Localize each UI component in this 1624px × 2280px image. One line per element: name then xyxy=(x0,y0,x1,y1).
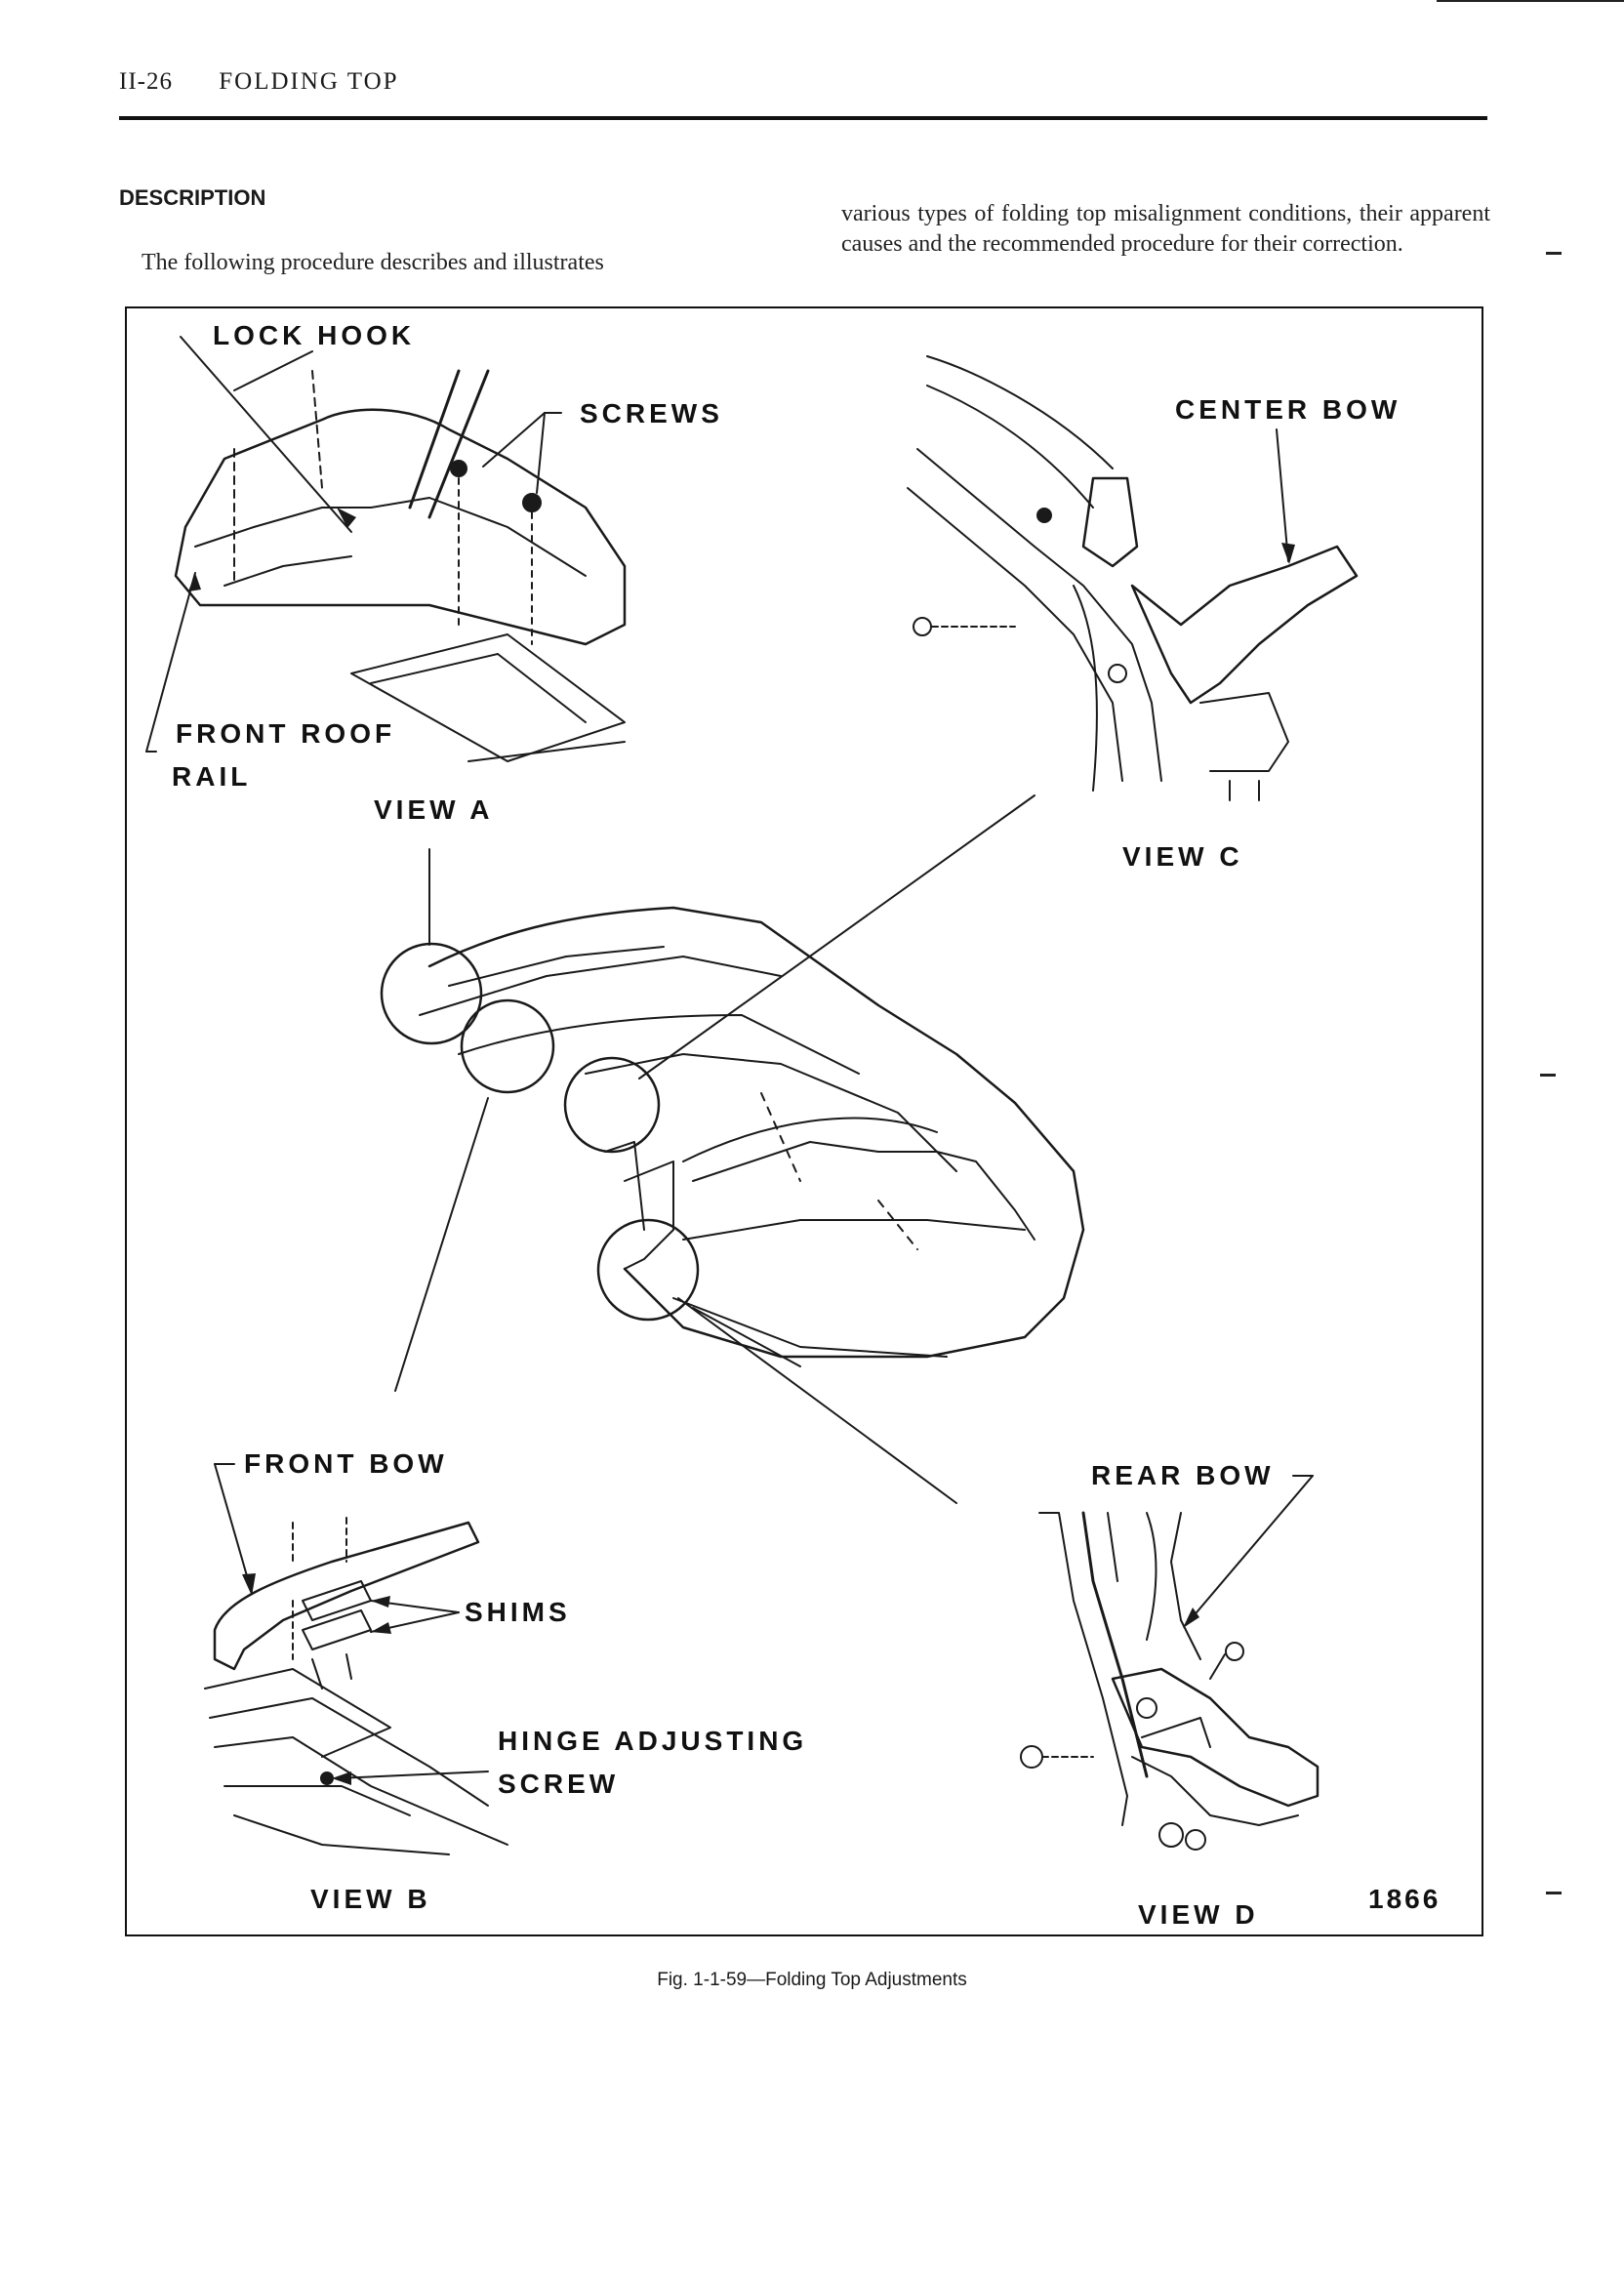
label-shims: SHIMS xyxy=(465,1597,571,1627)
figure-number: 1866 xyxy=(1368,1884,1441,1914)
label-center-bow: CENTER BOW xyxy=(1175,394,1401,425)
label-front-bow: FRONT BOW xyxy=(244,1448,448,1479)
label-screw: SCREW xyxy=(498,1769,620,1799)
view-d-drawing xyxy=(1020,1475,1320,1851)
margin-mark xyxy=(1546,1892,1562,1894)
car-top-drawing xyxy=(380,794,1085,1504)
page-number: II-26 xyxy=(119,68,173,95)
view-a-drawing xyxy=(145,336,627,762)
margin-mark xyxy=(1546,252,1562,255)
figure-frame xyxy=(125,306,1483,1936)
label-view-c: VIEW C xyxy=(1122,841,1243,872)
description-heading: DESCRIPTION xyxy=(119,185,266,210)
label-hinge-adjusting: HINGE ADJUSTING xyxy=(498,1726,808,1756)
view-b-drawing xyxy=(204,1463,508,1855)
label-front-roof: FRONT ROOF xyxy=(176,718,396,749)
description-text-right: various types of folding top misalignmen… xyxy=(841,201,1490,257)
label-rail: RAIL xyxy=(172,761,252,792)
view-c-drawing xyxy=(907,355,1359,801)
margin-mark xyxy=(1540,1074,1556,1077)
section-title: FOLDING TOP xyxy=(219,68,399,95)
top-edge-rule xyxy=(1437,0,1624,2)
figure-caption: Fig. 1-1-59—Folding Top Adjustments xyxy=(657,1970,967,1990)
label-view-b: VIEW B xyxy=(310,1884,431,1914)
label-lock-hook: LOCK HOOK xyxy=(213,320,416,350)
label-rear-bow: REAR BOW xyxy=(1091,1460,1275,1490)
page-header: II-26 FOLDING TOP xyxy=(119,68,399,96)
label-screws: SCREWS xyxy=(580,398,723,428)
label-view-a: VIEW A xyxy=(374,794,494,825)
header-rule xyxy=(119,116,1487,120)
description-text-left: The following procedure describes and il… xyxy=(142,250,604,275)
label-view-d: VIEW D xyxy=(1138,1899,1259,1930)
